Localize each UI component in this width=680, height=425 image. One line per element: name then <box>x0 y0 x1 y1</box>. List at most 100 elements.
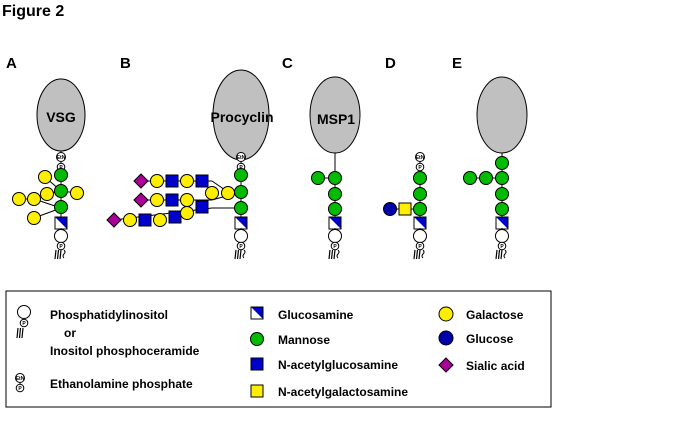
legend-ethanolamine-glyph-text: EtN <box>16 376 25 382</box>
legend-lipid-tail <box>16 327 19 339</box>
lipid-tail-wavy <box>421 249 425 259</box>
legend-mannose-glyph <box>250 332 264 346</box>
legend-phosphate-glyph-text: P <box>22 321 26 327</box>
legend-mannose: Mannose <box>278 333 330 347</box>
n-acetylglucosamine-glyph <box>168 210 182 224</box>
panel-letter-d: D <box>385 55 396 72</box>
phosphate-glyph-text: P <box>333 244 337 250</box>
ethanolamine-glyph-circle <box>56 152 66 162</box>
mannose-glyph <box>495 156 509 170</box>
lipid-tails <box>413 249 425 260</box>
protein-label-vsg: VSG <box>46 109 76 125</box>
phosphate-glyph-text: P <box>239 165 243 171</box>
mannose-glyph <box>495 202 509 216</box>
glucosamine-glyph <box>250 306 264 320</box>
panel-letter-b: B <box>120 55 131 72</box>
legend-glucose: Glucose <box>466 332 514 346</box>
protein-e <box>476 76 528 154</box>
lipid-tail <box>236 249 240 260</box>
phosphate-glyph-circle <box>330 241 340 251</box>
lipid-tail <box>495 249 498 260</box>
protein-label-procyclin: Procyclin <box>210 109 273 125</box>
inositol-glyph <box>234 229 248 243</box>
phosphate-glyph-circle <box>56 241 66 251</box>
legend-sialic-acid-glyph <box>438 357 454 373</box>
galactose-glyph <box>40 187 54 201</box>
lipid-tails <box>234 249 246 260</box>
inositol-glyph <box>413 229 427 243</box>
glucosamine-glyph <box>54 216 68 230</box>
ethanolamine-glyph-circle <box>236 152 246 162</box>
galactose-glyph <box>153 213 167 227</box>
lipid-tail-wavy <box>62 249 66 259</box>
mannose-glyph <box>311 171 325 185</box>
glucosamine-glyph <box>234 216 248 230</box>
lipid-tails <box>495 249 507 260</box>
phosphate-glyph-circle <box>497 241 507 251</box>
legend-inositol-glyph <box>17 305 31 319</box>
mannose-glyph <box>234 185 248 199</box>
lipid-tail-wavy <box>336 249 340 259</box>
lipid-tail <box>500 249 503 260</box>
galactose-glyph <box>180 193 194 207</box>
glucosamine-half <box>329 217 341 229</box>
lipid-tail <box>418 249 421 260</box>
mannose-glyph <box>495 171 509 185</box>
mannose-glyph <box>54 184 68 198</box>
lipid-tail <box>54 249 57 260</box>
legend-glucosamine: Glucosamine <box>278 308 354 322</box>
lipid-tail <box>333 249 336 260</box>
lipid-tail <box>330 249 334 260</box>
legend-phosphate-glyph-circle <box>15 383 25 393</box>
glucosamine-glyph <box>495 216 509 230</box>
sialic-acid-glyph <box>133 192 149 208</box>
phosphate-glyph-text: P <box>59 244 63 250</box>
lipid-tail <box>239 249 242 260</box>
ethanolamine-glyph-circle <box>415 152 425 162</box>
legend-box <box>5 290 552 408</box>
glucosamine-glyph <box>413 216 427 230</box>
legend-sialic-acid: Sialic acid <box>466 359 525 373</box>
legend-lipid-tail <box>21 327 24 339</box>
mannose-glyph <box>328 187 342 201</box>
legend-or: or <box>64 326 76 340</box>
phosphate-glyph-text: P <box>418 244 422 250</box>
galactose-glyph <box>205 186 219 200</box>
lipid-tail <box>497 249 501 260</box>
mannose-glyph <box>54 200 68 214</box>
legend-n-acetylgalactosamine-glyph <box>250 384 264 398</box>
legend-glucose-glyph <box>438 330 454 346</box>
legend-galactose: Galactose <box>466 308 524 322</box>
legend-galactose-glyph <box>438 306 454 322</box>
galactose-glyph <box>180 206 194 220</box>
lipid-tail <box>413 249 416 260</box>
galactose-glyph <box>180 174 194 188</box>
mannose-glyph <box>413 202 427 216</box>
legend-lipid-tail <box>18 327 22 339</box>
legend-n-acetylgalactosamine: N-acetylgalactosamine <box>278 385 408 399</box>
lipid-tail <box>56 249 60 260</box>
phosphate-glyph-circle <box>415 241 425 251</box>
mannose-glyph <box>413 171 427 185</box>
n-acetylglucosamine-glyph <box>165 193 179 207</box>
panel-letter-a: A <box>6 55 17 72</box>
figure-title: Figure 2 <box>2 3 64 20</box>
glucosamine-glyph <box>328 216 342 230</box>
legend-phosphatidylinositol: Phosphatidylinositol <box>50 308 168 322</box>
ethanolamine-glyph-text: EtN <box>416 155 425 161</box>
legend-n-acetylglucosamine-glyph <box>250 357 264 371</box>
glucosamine-half <box>414 217 426 229</box>
galactose-glyph <box>150 193 164 207</box>
legend-phosphate-glyph-circle <box>19 318 29 328</box>
n-acetylglucosamine-glyph <box>195 174 209 188</box>
galactose-glyph <box>27 211 41 225</box>
lipid-tail-wavy <box>242 249 246 259</box>
lipid-tail-wavy <box>503 249 507 259</box>
inositol-glyph <box>328 229 342 243</box>
glucosamine-half <box>496 217 508 229</box>
